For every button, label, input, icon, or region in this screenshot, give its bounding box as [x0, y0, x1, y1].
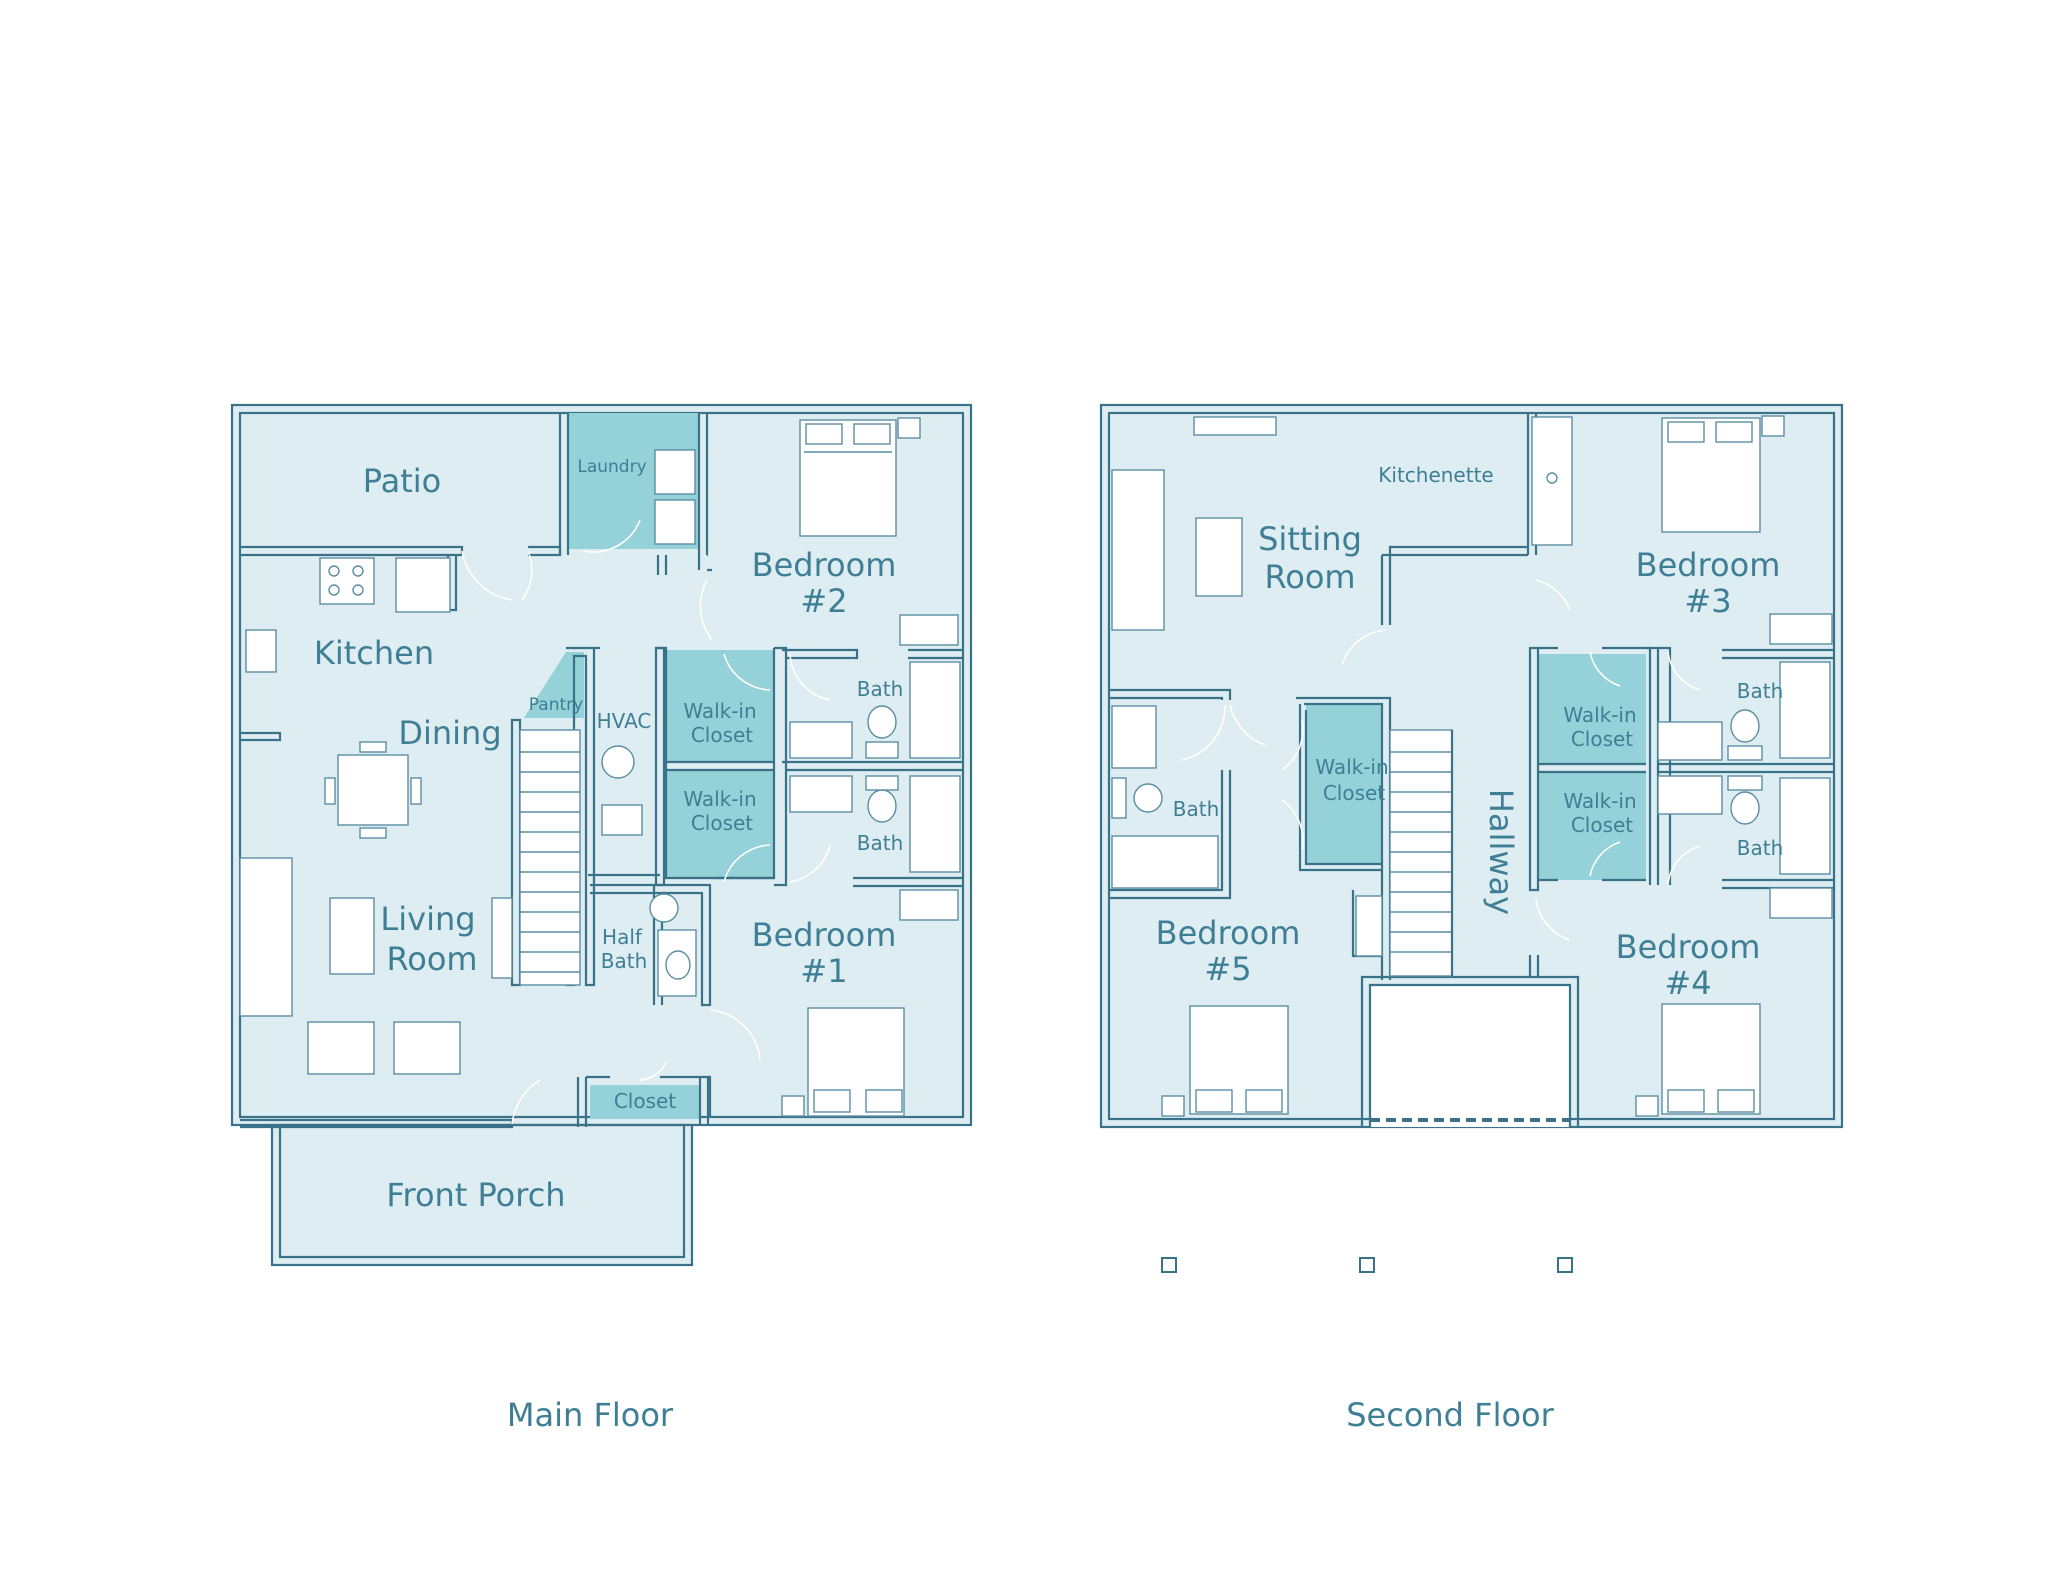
label-half: Half — [602, 925, 643, 949]
label-walk-in-closet-3: Walk-in — [1563, 703, 1636, 727]
second-furniture — [1111, 415, 1833, 1117]
second-floor-plan: Sitting Room Kitchenette Bedroom #3 Walk… — [1099, 403, 1844, 1273]
label-hallway: Hallway — [1482, 789, 1520, 915]
front-porch-area — [272, 1125, 692, 1265]
label-walk-in-closet-hall-b: Closet — [1323, 781, 1385, 805]
pantry-area — [524, 652, 584, 718]
walk-in-closet-3-area — [1538, 654, 1646, 764]
label-bedroom-2: Bedroom — [752, 546, 897, 584]
label-walk-in-closet-2: Walk-in — [683, 787, 756, 811]
walk-in-closet-upper-area — [666, 650, 774, 762]
label-front-porch: Front Porch — [386, 1176, 565, 1214]
label-bedroom-1: Bedroom — [752, 916, 897, 954]
walk-in-closet-4-area — [1538, 772, 1646, 880]
main-floor-plan: Patio Laundry Bedroom #2 Kitchen Dining … — [230, 403, 973, 1267]
label-walk-in-closet-4b: Closet — [1571, 813, 1633, 837]
second-staircase — [1389, 729, 1454, 977]
label-hvac: HVAC — [597, 709, 652, 733]
label-bedroom-3: Bedroom — [1636, 546, 1781, 584]
label-walk-in-closet-3b: Closet — [1571, 727, 1633, 751]
label-bedroom-4-num: #4 — [1664, 964, 1711, 1002]
label-living-room: Room — [386, 940, 477, 978]
closet-area — [590, 1085, 700, 1119]
label-kitchen: Kitchen — [314, 634, 434, 672]
label-bath-4: Bath — [1737, 836, 1784, 860]
walk-in-closet-hall-area — [1306, 704, 1382, 864]
label-laundry: Laundry — [577, 457, 646, 477]
main-furniture — [239, 417, 961, 1117]
label-sitting-room: Room — [1264, 558, 1355, 596]
label-living: Living — [380, 900, 475, 938]
open-to-below — [1370, 985, 1570, 1127]
label-walk-in-closet-2b: Closet — [691, 811, 753, 835]
label-bedroom-5-num: #5 — [1204, 950, 1251, 988]
caption-second-floor: Second Floor — [1346, 1396, 1554, 1434]
label-bedroom-4: Bedroom — [1616, 928, 1761, 966]
label-walk-in-closet-4: Walk-in — [1563, 789, 1636, 813]
caption-main-floor: Main Floor — [507, 1396, 674, 1434]
label-bedroom-2-num: #2 — [800, 582, 847, 620]
second-floor-labels: Sitting Room Kitchenette Bedroom #3 Walk… — [1156, 463, 1784, 1002]
label-patio: Patio — [363, 462, 441, 500]
porch-posts — [1161, 1257, 1573, 1273]
label-bath-3: Bath — [1737, 679, 1784, 703]
label-bath-lower: Bath — [857, 831, 904, 855]
label-bath-5: Bath — [1173, 797, 1220, 821]
label-pantry: Pantry — [529, 695, 583, 715]
main-interior-walls — [240, 413, 963, 1129]
main-floor-labels: Patio Laundry Bedroom #2 Kitchen Dining … — [314, 457, 903, 1214]
walk-in-closet-lower-area — [666, 770, 774, 878]
label-walk-in-closet-1: Walk-in — [683, 699, 756, 723]
main-staircase — [519, 729, 581, 986]
label-bath-upper: Bath — [857, 677, 904, 701]
label-walk-in-closet-1b: Closet — [691, 723, 753, 747]
label-bedroom-3-num: #3 — [1684, 582, 1731, 620]
label-bedroom-1-num: #1 — [800, 952, 847, 990]
second-door-swings — [1181, 579, 1701, 941]
main-door-swings — [461, 519, 831, 1125]
label-kitchenette: Kitchenette — [1378, 463, 1493, 487]
label-half-bath: Bath — [601, 949, 648, 973]
label-walk-in-closet-hall: Walk-in — [1315, 755, 1388, 779]
label-closet: Closet — [614, 1089, 676, 1113]
label-bedroom-5: Bedroom — [1156, 914, 1301, 952]
label-dining: Dining — [398, 714, 501, 752]
label-sitting: Sitting — [1258, 520, 1362, 558]
